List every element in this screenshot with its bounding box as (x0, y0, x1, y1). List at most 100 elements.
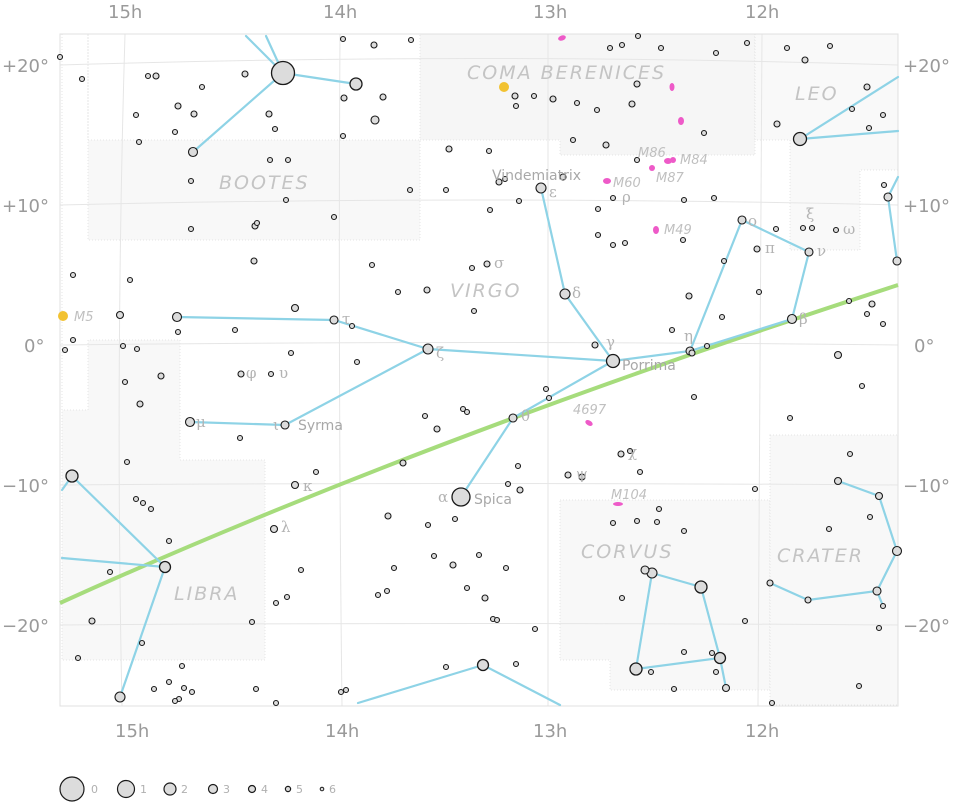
star (178, 662, 186, 670)
star (799, 224, 807, 232)
dec-label: 0° (24, 336, 44, 357)
star (353, 358, 361, 366)
star (833, 350, 843, 360)
star (485, 147, 493, 155)
star (133, 345, 141, 353)
star (875, 624, 883, 632)
star (712, 49, 720, 57)
dso-label: M60 (613, 176, 641, 191)
star (508, 413, 518, 423)
star (241, 70, 249, 78)
magnitude-legend: 0 1 2 3 4 5 6 (59, 776, 336, 802)
star (390, 564, 398, 572)
star (868, 300, 876, 308)
star (493, 616, 501, 624)
star (252, 685, 260, 693)
star (609, 519, 617, 527)
star (628, 100, 636, 108)
dec-label: −20° (2, 616, 49, 637)
ra-label: 13h (533, 721, 567, 742)
star (383, 587, 391, 595)
star (69, 336, 77, 344)
star (337, 688, 345, 696)
star (753, 245, 761, 253)
star (248, 618, 256, 626)
bayer-letter: δ (572, 284, 581, 302)
star (287, 349, 295, 357)
star (476, 658, 490, 672)
star (680, 527, 688, 535)
star (190, 110, 198, 118)
star (290, 303, 300, 313)
ra-labels-top: 15h 14h 13h 12h (108, 2, 779, 23)
star (783, 44, 791, 52)
ra-label: 14h (323, 2, 357, 23)
dec-labels-right: +20° +10° 0° −10° −20° (903, 56, 950, 637)
star (786, 313, 798, 325)
star (312, 468, 320, 476)
bayer-letter: ι (273, 416, 279, 434)
dec-label: +10° (903, 196, 950, 217)
legend-star (116, 779, 136, 799)
bayer-letter: ψ (576, 465, 588, 483)
ra-label: 15h (115, 721, 149, 742)
star (593, 106, 601, 114)
star (516, 486, 524, 494)
star-field (56, 32, 903, 707)
star (463, 408, 471, 416)
star (253, 219, 261, 227)
dso-label: M86 (638, 146, 666, 161)
legend-star (59, 776, 85, 802)
constellation-name: VIRGO (450, 280, 521, 302)
star (269, 524, 279, 534)
star (564, 471, 572, 479)
bayer-letter: σ (494, 254, 504, 272)
star (171, 311, 183, 323)
ra-label: 12h (745, 721, 779, 742)
star (139, 499, 147, 507)
galaxy-marker (613, 502, 623, 506)
legend-label: 5 (296, 783, 303, 796)
star (515, 197, 523, 205)
dec-label: +20° (903, 56, 950, 77)
dec-label: +20° (2, 56, 49, 77)
star (424, 521, 432, 529)
dso-label: 4697 (573, 403, 607, 418)
ra-label: 13h (533, 2, 567, 23)
star (768, 699, 776, 707)
star (833, 476, 843, 486)
star (512, 660, 520, 668)
star (569, 136, 577, 144)
star (459, 405, 467, 413)
dec-labels-left: +20° +10° 0° −10° −20° (2, 56, 49, 637)
bayer-letter: ω (843, 220, 855, 238)
star (755, 288, 763, 296)
star (407, 36, 415, 44)
star (297, 566, 305, 574)
star (634, 32, 642, 40)
star (470, 307, 478, 315)
bayer-letter: ζ (436, 344, 444, 362)
star (655, 505, 663, 513)
star (394, 288, 402, 296)
star (626, 447, 634, 455)
star (171, 697, 179, 705)
star (165, 678, 173, 686)
galaxy-marker (558, 35, 566, 41)
star (339, 35, 347, 43)
ra-label: 12h (745, 2, 779, 23)
legend-star (284, 785, 292, 793)
star (891, 545, 903, 557)
star (379, 93, 387, 101)
constellation-names: COMA BERENICES LEO BOOTES VIRGO CORVUS C… (174, 62, 862, 605)
star (670, 685, 678, 693)
star (150, 685, 158, 693)
star (421, 412, 429, 420)
bayer-letter: λ (281, 518, 291, 536)
star (135, 138, 143, 146)
star (152, 72, 160, 80)
star (136, 400, 144, 408)
bayer-letter: χ (628, 443, 637, 461)
legend-star (163, 782, 177, 796)
star (158, 560, 172, 574)
